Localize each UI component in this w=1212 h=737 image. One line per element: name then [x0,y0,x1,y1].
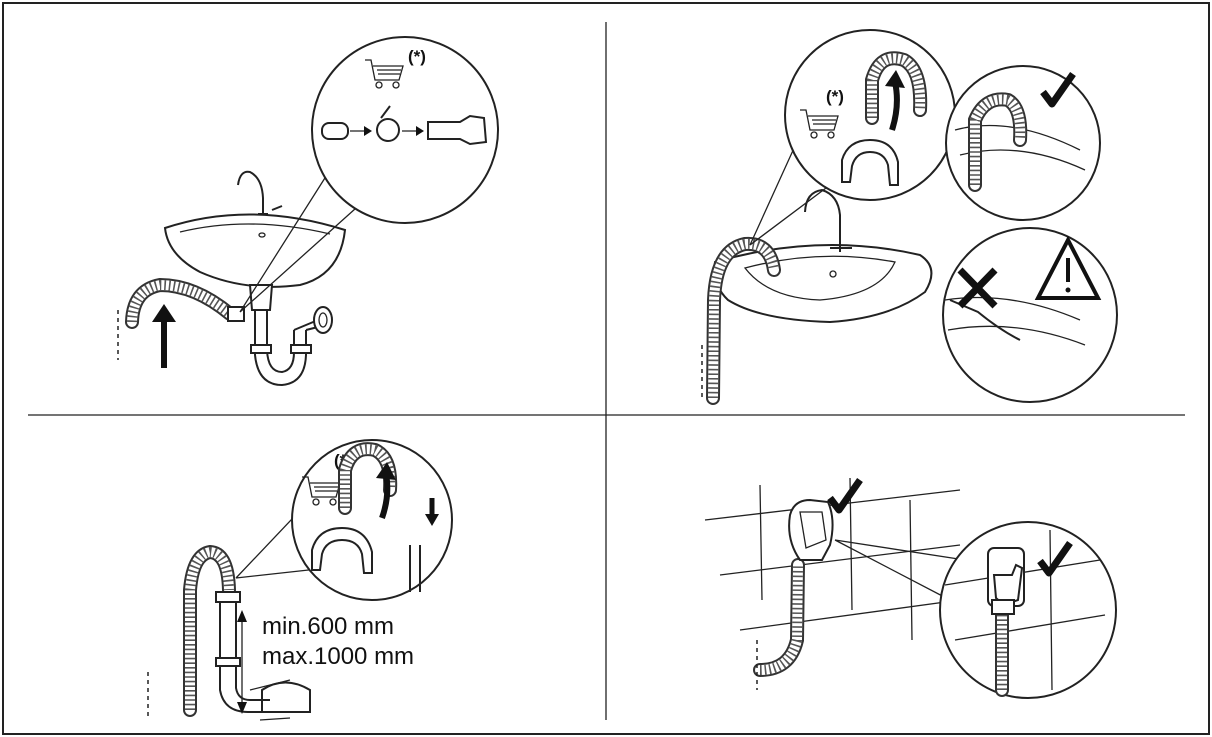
cross-icon [957,267,998,309]
standpipe [215,591,311,721]
drain-hose [753,558,805,677]
panel-sink-hook: (*) [701,29,1118,405]
wall-outlet [788,498,834,561]
panel-wall-outlet [704,478,1117,699]
up-arrow-head [152,304,176,322]
incorrect-example [944,235,1102,346]
panel-standpipe-height: min.600 mm max.1000 mm (*) [147,439,453,721]
callout-lines [749,134,831,246]
callout-lines [239,169,366,313]
footnote-marker: (*) [408,47,426,66]
detail-circle [291,439,453,601]
siphon-pipe [248,284,333,387]
correct-example [954,74,1086,192]
callout-lines [834,539,966,601]
drain-hose [706,236,781,405]
detail-circle [939,521,1117,699]
height-dimension [237,610,247,714]
detail-circle-incorrect [942,227,1118,403]
sink-basin [713,188,933,324]
detail-circle [311,36,499,224]
hose-guide-part [311,442,439,592]
footnote-marker: (*) [826,87,844,106]
height-max-label: max.1000 mm [262,643,414,670]
drain-hose [125,277,245,329]
adapter-parts [321,105,488,146]
sink-basin [163,170,347,288]
drain-hose [183,544,236,717]
height-min-label: min.600 mm [262,613,394,640]
outlet-detail [944,529,1106,697]
hose-guide-part [841,51,928,186]
checkmark-icon [830,480,860,510]
panel-siphon-connection: (*) [117,36,499,387]
